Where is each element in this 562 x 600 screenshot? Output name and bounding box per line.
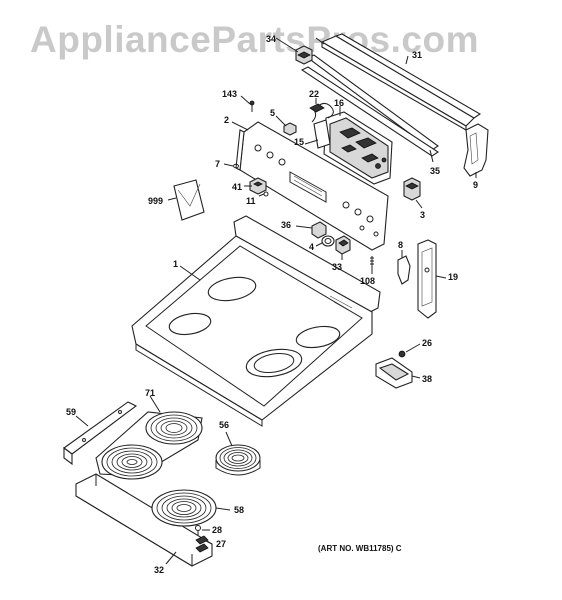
part-3-clip[interactable] <box>403 177 421 201</box>
part-71-burner-assembly[interactable] <box>95 411 203 480</box>
part-999-manual[interactable] <box>173 179 205 221</box>
callout-143: 143 <box>222 89 237 99</box>
part-36-clip[interactable] <box>311 221 327 239</box>
part-22-wire-harness[interactable] <box>309 102 334 123</box>
part-28-screw[interactable] <box>195 525 201 537</box>
callout-26: 26 <box>422 338 432 348</box>
callout-36: 36 <box>281 220 291 230</box>
part-4-knob[interactable] <box>321 235 335 247</box>
callout-1: 1 <box>173 259 178 269</box>
callout-labels: 34 31 143 22 16 2 5 15 7 35 9 41 999 11 … <box>66 34 478 575</box>
callout-5: 5 <box>270 108 275 118</box>
callout-35: 35 <box>430 166 440 176</box>
callout-22: 22 <box>309 89 319 99</box>
part-19-side-bracket[interactable] <box>417 239 437 319</box>
callout-59: 59 <box>66 407 76 417</box>
part-7-washer[interactable] <box>233 163 239 169</box>
callout-32: 32 <box>154 565 164 575</box>
part-16-control-board[interactable] <box>323 111 393 185</box>
callout-19: 19 <box>448 272 458 282</box>
callout-8: 8 <box>398 240 403 250</box>
part-9-end-cap[interactable] <box>463 123 489 177</box>
leader-lines <box>75 37 477 565</box>
callout-108: 108 <box>360 276 375 286</box>
callout-28: 28 <box>212 525 222 535</box>
callout-56: 56 <box>219 420 229 430</box>
part-56-coil-burner[interactable] <box>215 444 261 476</box>
part-38-slide[interactable] <box>375 357 413 389</box>
callout-27: 27 <box>216 539 226 549</box>
part-11-screw[interactable] <box>263 191 269 197</box>
callout-31: 31 <box>412 50 422 60</box>
part-32-burner-support[interactable] <box>75 473 213 567</box>
callout-3: 3 <box>420 210 425 220</box>
callout-4: 4 <box>309 242 314 252</box>
part-58-coil-burner[interactable] <box>151 489 217 527</box>
part-41-clip[interactable] <box>249 177 267 195</box>
callout-11: 11 <box>246 196 256 206</box>
art-number: (ART NO. WB11785) C <box>318 544 402 553</box>
part-143-screw[interactable] <box>249 100 255 112</box>
part-5-clip[interactable] <box>283 122 297 136</box>
callout-15: 15 <box>294 137 304 147</box>
part-108-screw[interactable] <box>370 256 374 266</box>
part-33-switch[interactable] <box>335 235 351 255</box>
callout-999: 999 <box>148 196 163 206</box>
part-1-cooktop[interactable] <box>131 215 381 427</box>
part-59-burner-bracket[interactable] <box>63 401 138 466</box>
part-34-clip[interactable] <box>295 45 313 65</box>
callout-7: 7 <box>215 159 220 169</box>
callout-38: 38 <box>422 374 432 384</box>
callout-71: 71 <box>145 388 155 398</box>
callout-58: 58 <box>234 505 244 515</box>
callout-16: 16 <box>334 98 344 108</box>
part-31-top-trim[interactable] <box>320 33 482 131</box>
callout-33: 33 <box>332 262 342 272</box>
callout-2: 2 <box>224 115 229 125</box>
callout-9: 9 <box>473 180 478 190</box>
callout-41: 41 <box>232 182 242 192</box>
watermark: AppliancePartsPros.com <box>30 19 479 60</box>
part-27-clip[interactable] <box>195 535 209 545</box>
part-8-bracket[interactable] <box>397 255 411 285</box>
part-26-nut[interactable] <box>398 350 406 358</box>
callout-34: 34 <box>266 34 276 44</box>
